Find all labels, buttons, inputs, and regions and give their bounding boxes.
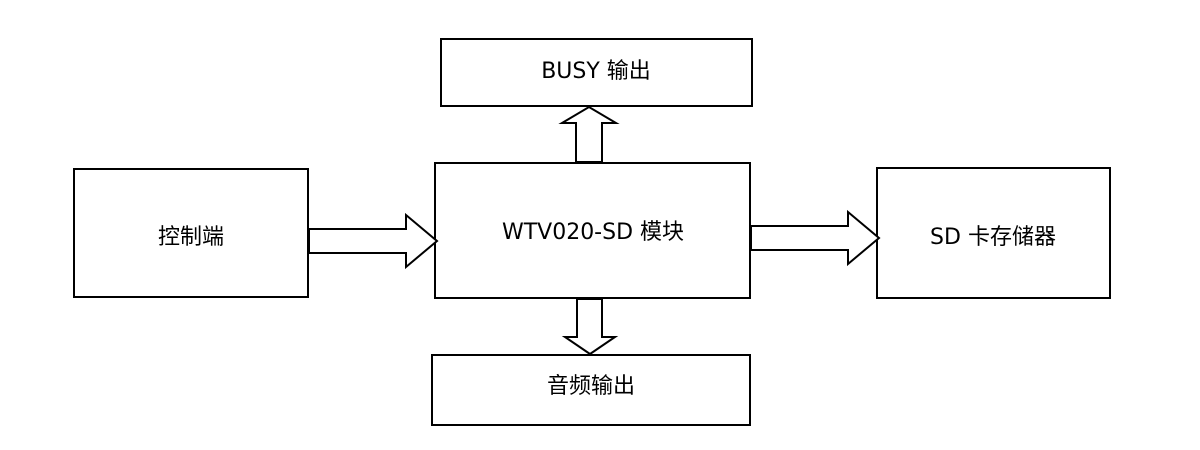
audio-output-node: 音频输出 [431,354,751,426]
controller-label: 控制端 [158,225,224,250]
arrow-module-to-audio-output [561,298,619,356]
busy-output-node: BUSY 输出 [440,38,753,107]
sd-storage-box [876,167,1111,299]
audio-output-label: 音频输出 [547,374,635,399]
sd-storage-node: SD 卡存储器 [876,167,1111,299]
busy-output-box [440,38,753,107]
controller-box [73,168,309,298]
sd-storage-label: SD 卡存储器 [930,225,1056,250]
arrow-controller-to-module [308,212,439,270]
arrow-module-to-busy-output [558,105,620,163]
module-label: WTV020-SD 模块 [502,220,684,245]
module-node: WTV020-SD 模块 [434,162,751,299]
audio-output-box [431,354,751,426]
controller-node: 控制端 [73,168,309,298]
arrow-module-to-sd-storage [750,209,881,267]
busy-output-label: BUSY 输出 [541,59,651,84]
